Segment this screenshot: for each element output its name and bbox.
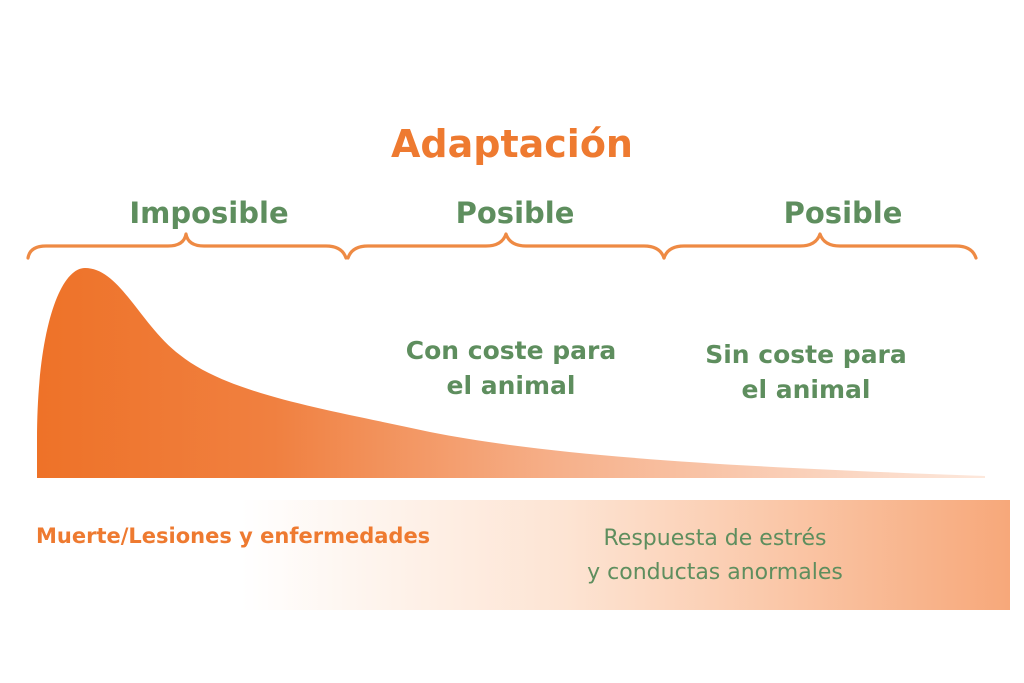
section-label-posible-cost: Posible <box>455 196 575 230</box>
section-label-imposible: Imposible <box>129 196 289 230</box>
outcome-label-right-line-1: Respuesta de estrés <box>603 526 827 551</box>
cost-description: Con coste para el animal <box>380 333 642 403</box>
no-cost-description-line-1: Sin coste para <box>705 340 907 369</box>
brace-posible-nocost <box>662 232 978 260</box>
gradient-band <box>24 500 1010 610</box>
brace-posible-cost <box>346 232 666 260</box>
cost-description-line-2: el animal <box>446 371 576 400</box>
outcome-label-right-line-2: y conductas anormales <box>587 560 843 585</box>
brace-imposible <box>26 232 348 260</box>
cost-description-line-1: Con coste para <box>405 336 617 365</box>
section-label-posible-nocost: Posible <box>783 196 903 230</box>
no-cost-description-line-2: el animal <box>741 375 871 404</box>
page-title: Adaptación <box>391 122 633 166</box>
no-cost-description: Sin coste para el animal <box>675 337 937 407</box>
outcome-label-right: Respuesta de estrés y conductas anormale… <box>540 522 890 590</box>
response-curve <box>37 268 985 478</box>
outcome-label-left: Muerte/Lesiones y enfermedades <box>36 524 431 548</box>
